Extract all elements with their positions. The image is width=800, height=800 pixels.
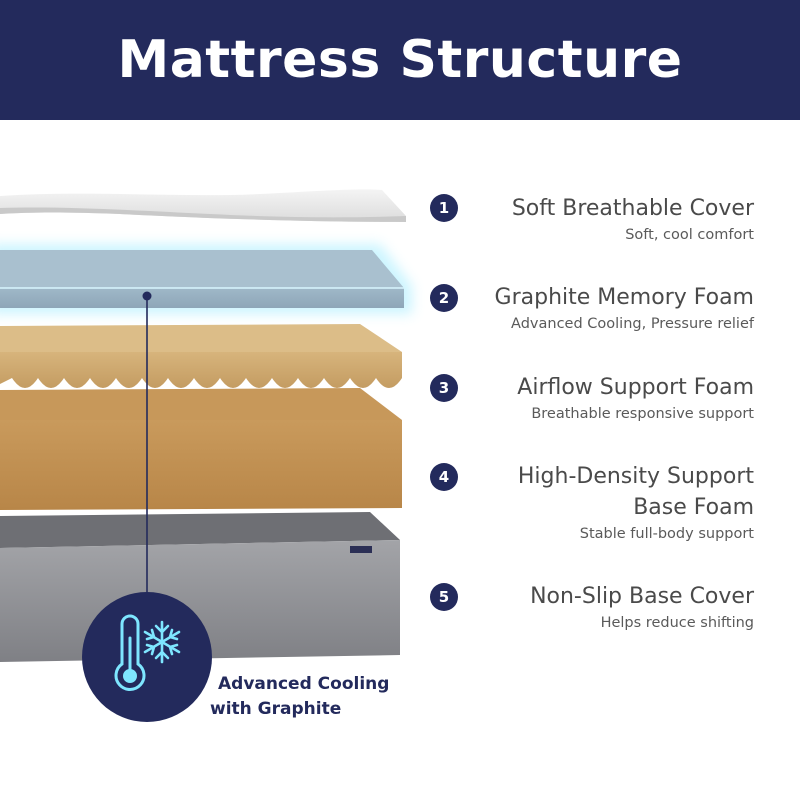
soft-cover-layer	[0, 189, 406, 222]
layer-title: Non-Slip Base Cover	[530, 584, 754, 609]
layer-title-line-2: Base Foam	[633, 495, 754, 520]
layer-subtitle: Stable full-body support	[579, 526, 754, 542]
cooling-label-line-2: with Graphite	[210, 699, 342, 719]
layer-number-4: 4	[430, 463, 458, 491]
airflow-foam-layer	[0, 324, 402, 388]
base-tag	[350, 546, 372, 553]
layer-item-2: Graphite Memory Foam Advanced Cooling, P…	[495, 282, 754, 335]
header-banner: Mattress Structure	[0, 0, 800, 120]
layer-number-3: 3	[430, 374, 458, 402]
layer-number-1: 1	[430, 194, 458, 222]
cooling-badge	[82, 592, 212, 722]
layer-item-1: Soft Breathable Cover Soft, cool comfort	[512, 193, 754, 246]
layer-subtitle: Helps reduce shifting	[600, 615, 754, 631]
layer-item-3: Airflow Support Foam Breathable responsi…	[517, 372, 754, 425]
base-foam-layer	[0, 388, 402, 510]
layer-title: Soft Breathable Cover	[511, 196, 754, 221]
layer-title: Graphite Memory Foam	[494, 285, 754, 310]
cooling-label-line-1: Advanced Cooling	[218, 674, 390, 694]
thermometer-snowflake-icon	[114, 614, 181, 691]
layer-number-2: 2	[430, 284, 458, 312]
cooling-callout-label: Advanced Cooling with Graphite	[210, 672, 390, 722]
layer-number-5: 5	[430, 583, 458, 611]
layer-subtitle: Breathable responsive support	[531, 406, 754, 422]
callout-pointer-dot	[142, 291, 152, 301]
layer-title: Airflow Support Foam	[517, 375, 754, 400]
graphite-foam-layer	[0, 244, 412, 314]
page-title: Mattress Structure	[117, 30, 683, 90]
layer-item-5: Non-Slip Base Cover Helps reduce shiftin…	[530, 581, 754, 634]
layer-title: High-Density Support	[517, 464, 754, 489]
layer-item-4: High-Density Support Base Foam Stable fu…	[518, 461, 754, 545]
layer-subtitle: Advanced Cooling, Pressure relief	[511, 316, 754, 332]
layer-subtitle: Soft, cool comfort	[625, 227, 754, 243]
